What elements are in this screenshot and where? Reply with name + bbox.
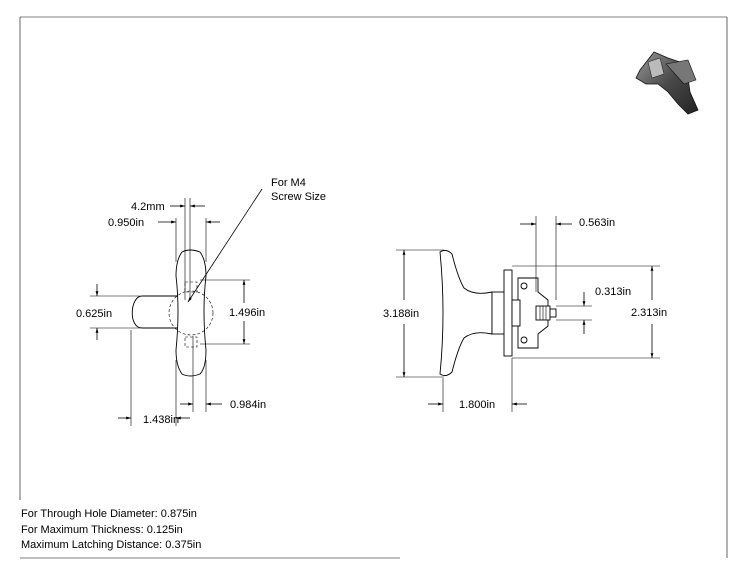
dim-3-188in: 3.188in bbox=[383, 308, 419, 320]
dim-4-2mm: 4.2mm bbox=[131, 201, 165, 213]
front-wing-handle bbox=[175, 249, 207, 377]
note-max-latching: Maximum Latching Distance: 0.375in bbox=[21, 539, 202, 551]
side-view bbox=[396, 216, 660, 412]
dim-1-438in: 1.438in bbox=[143, 414, 179, 426]
side-panel-plate bbox=[503, 269, 513, 357]
sheet-border bbox=[19, 16, 728, 559]
dim-0-625in: 0.625in bbox=[76, 308, 112, 320]
side-handle-flange bbox=[439, 249, 493, 377]
front-knob-tab bbox=[131, 295, 178, 329]
dim-1-496in: 1.496in bbox=[229, 307, 265, 319]
front-hidden-body bbox=[168, 290, 214, 336]
side-bracket bbox=[517, 277, 549, 349]
callout-screw-size: Screw Size bbox=[271, 191, 326, 203]
isometric-thumbnail bbox=[635, 51, 699, 115]
note-hole-diameter: For Through Hole Diameter: 0.875in bbox=[21, 508, 197, 520]
dim-0-313in: 0.313in bbox=[595, 286, 631, 298]
note-max-thickness: For Maximum Thickness: 0.125in bbox=[21, 524, 183, 536]
dim-0-563in: 0.563in bbox=[579, 217, 615, 229]
front-view bbox=[90, 188, 263, 426]
dim-0-984in: 0.984in bbox=[230, 399, 266, 411]
callout-m4: For M4 bbox=[271, 177, 306, 189]
side-nut bbox=[511, 299, 521, 327]
dim-0-950in: 0.950in bbox=[108, 217, 144, 229]
dim-1-800in: 1.800in bbox=[459, 399, 495, 411]
dim-2-313in: 2.313in bbox=[631, 307, 667, 319]
